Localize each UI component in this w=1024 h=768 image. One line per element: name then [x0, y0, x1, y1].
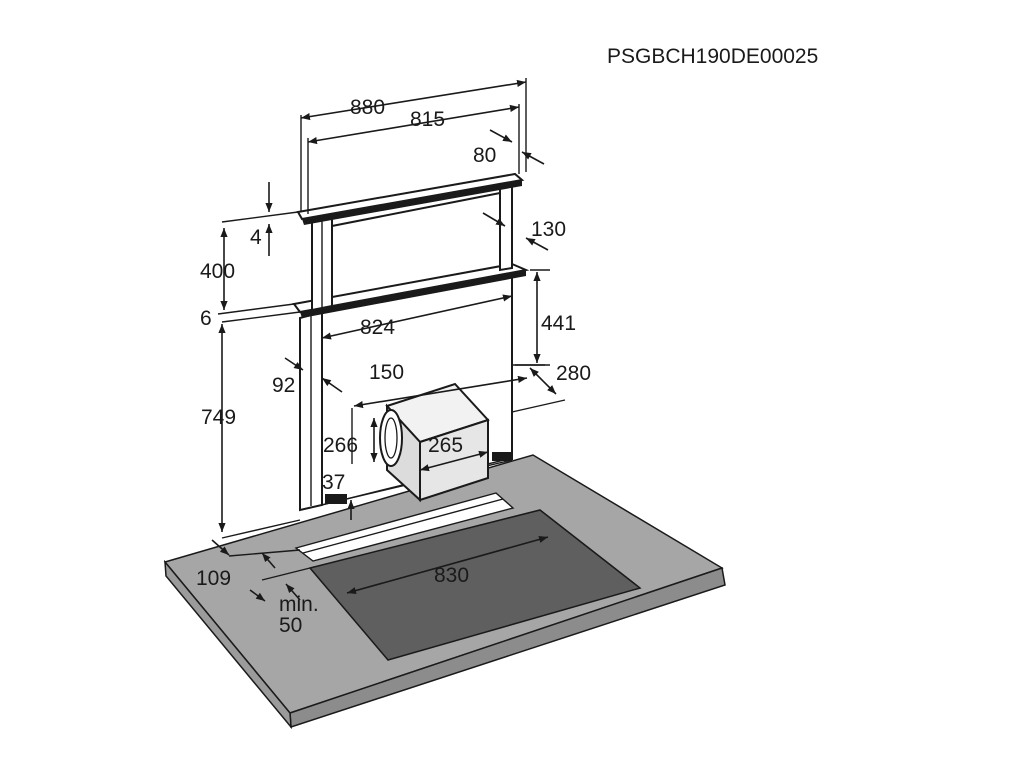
dim-130: 130: [531, 218, 566, 241]
dim-150: 150: [369, 361, 404, 384]
hood-top-bar: [296, 172, 525, 225]
dim-830: 830: [434, 564, 469, 587]
document-code: PSGBCH190DE00025: [607, 45, 818, 68]
dim-749: 749: [201, 406, 236, 429]
dim-824: 824: [360, 316, 395, 339]
dim-815: 815: [410, 108, 445, 131]
worktop-left-edge: [164, 559, 292, 730]
dim-92: 92: [272, 374, 295, 397]
hood-side-frame: [311, 182, 513, 312]
dim-80: 80: [473, 144, 496, 167]
dim-265: 265: [428, 434, 463, 457]
dim-441: 441: [541, 312, 576, 335]
dimension-lines: [211, 78, 566, 602]
dim-min-value: 50: [279, 614, 302, 637]
dim-400: 400: [200, 260, 235, 283]
dim-280: 280: [556, 362, 591, 385]
dim-880: 880: [350, 96, 385, 119]
dim-4: 4: [250, 226, 262, 249]
dim-min-label: min.: [279, 593, 319, 616]
dim-37: 37: [322, 471, 345, 494]
dim-109: 109: [196, 567, 231, 590]
dim-266: 266: [323, 434, 358, 457]
dim-6: 6: [200, 307, 212, 330]
